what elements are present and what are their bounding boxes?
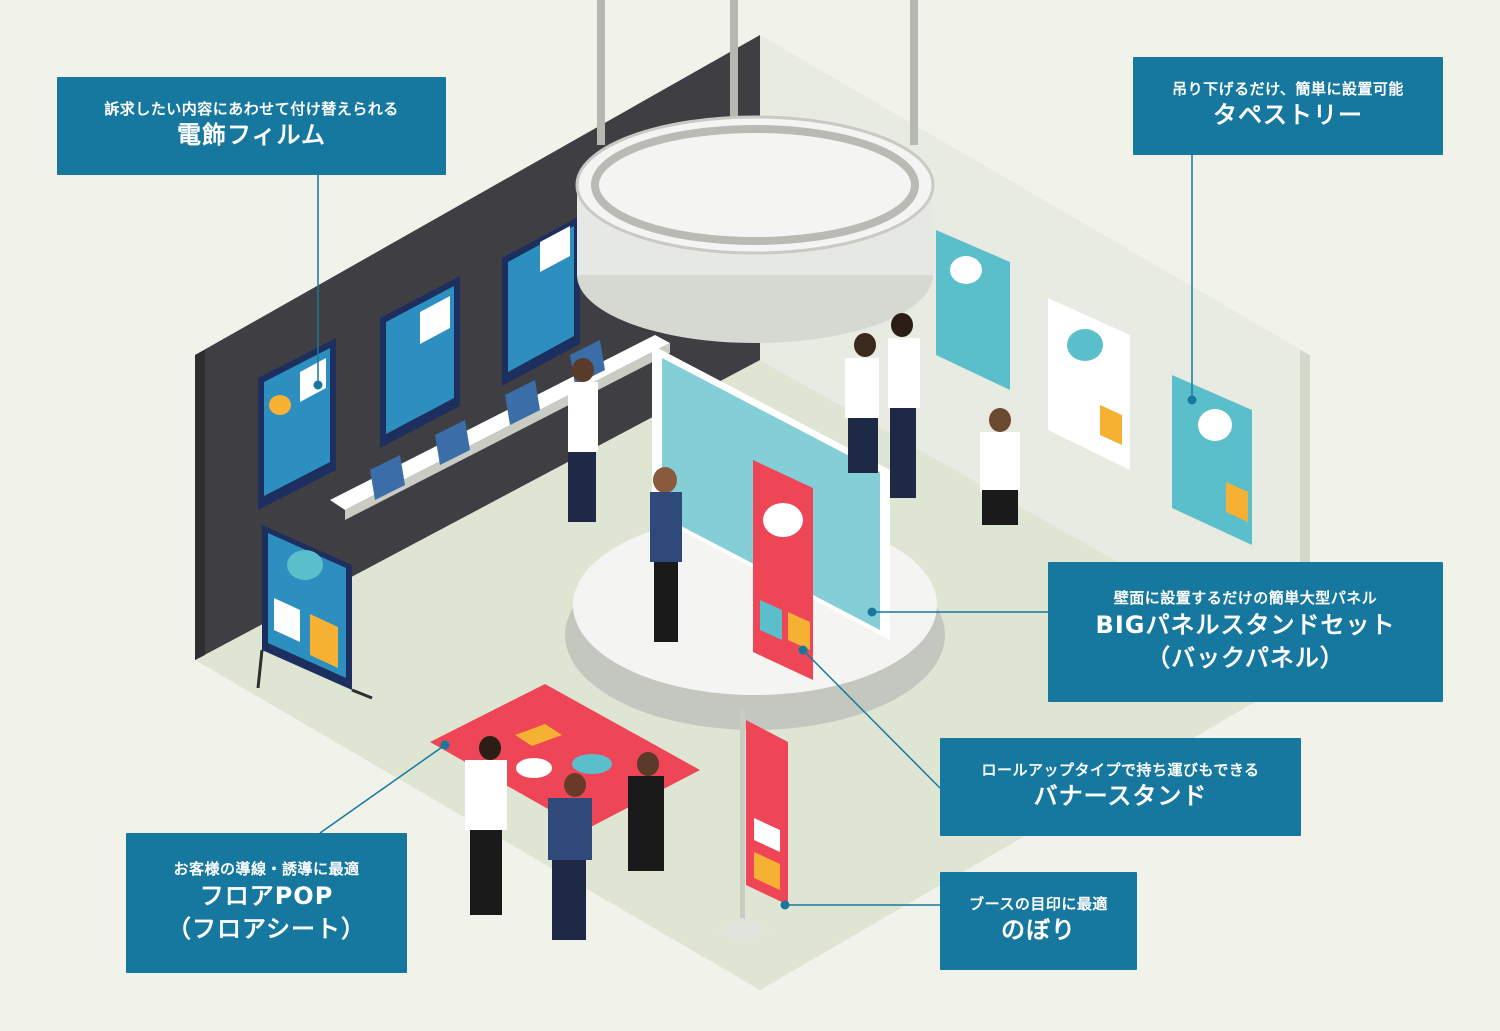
callout-nobori-sub: ブースの目印に最適 xyxy=(969,895,1108,914)
callout-tapestry-sub: 吊り下げるだけ、簡単に設置可能 xyxy=(1172,80,1404,99)
hanging-ring-sign xyxy=(575,0,935,343)
callout-floor-pop-main2: （フロアシート） xyxy=(166,915,367,944)
callout-anchor-dots xyxy=(313,380,1197,910)
left-wall-edge xyxy=(195,350,205,660)
callout-floor-pop-main: フロアPOP xyxy=(199,881,334,910)
callout-nobori: ブースの目印に最適 のぼり xyxy=(940,872,1137,970)
callout-nobori-main: のぼり xyxy=(1001,916,1076,945)
nobori-flag xyxy=(715,710,788,944)
callout-banner-stand-main: バナースタンド xyxy=(1033,782,1208,811)
callout-tapestry: 吊り下げるだけ、簡単に設置可能 タペストリー xyxy=(1133,57,1443,155)
callout-floor-pop-sub: お客様の導線・誘導に最適 xyxy=(173,860,360,879)
callout-leader-lines xyxy=(317,155,1193,906)
callout-big-panel-main: BIGパネルスタンドセット xyxy=(1095,610,1396,639)
callout-tapestry-main: タペストリー xyxy=(1213,101,1363,130)
callout-big-panel-sub: 壁面に設置するだけの簡単大型パネル xyxy=(1113,589,1378,608)
roll-up-banner-stand xyxy=(753,460,813,680)
callout-big-panel-main2: （バックパネル） xyxy=(1146,644,1345,673)
callout-banner-stand: ロールアップタイプで持ち運びもできる バナースタンド xyxy=(940,738,1301,836)
callout-film-sub: 訴求したい内容にあわせて付け替えられる xyxy=(104,100,399,119)
callout-film-main: 電飾フィルム xyxy=(176,121,327,150)
visitors xyxy=(465,313,1020,940)
callout-banner-stand-sub: ロールアップタイプで持ち運びもできる xyxy=(981,761,1260,780)
callout-big-panel: 壁面に設置するだけの簡単大型パネル BIGパネルスタンドセット （バックパネル） xyxy=(1048,562,1443,702)
callout-floor-pop: お客様の導線・誘導に最適 フロアPOP （フロアシート） xyxy=(126,833,407,973)
callout-film: 訴求したい内容にあわせて付け替えられる 電飾フィルム xyxy=(57,77,446,175)
a-board-sign xyxy=(256,525,373,700)
